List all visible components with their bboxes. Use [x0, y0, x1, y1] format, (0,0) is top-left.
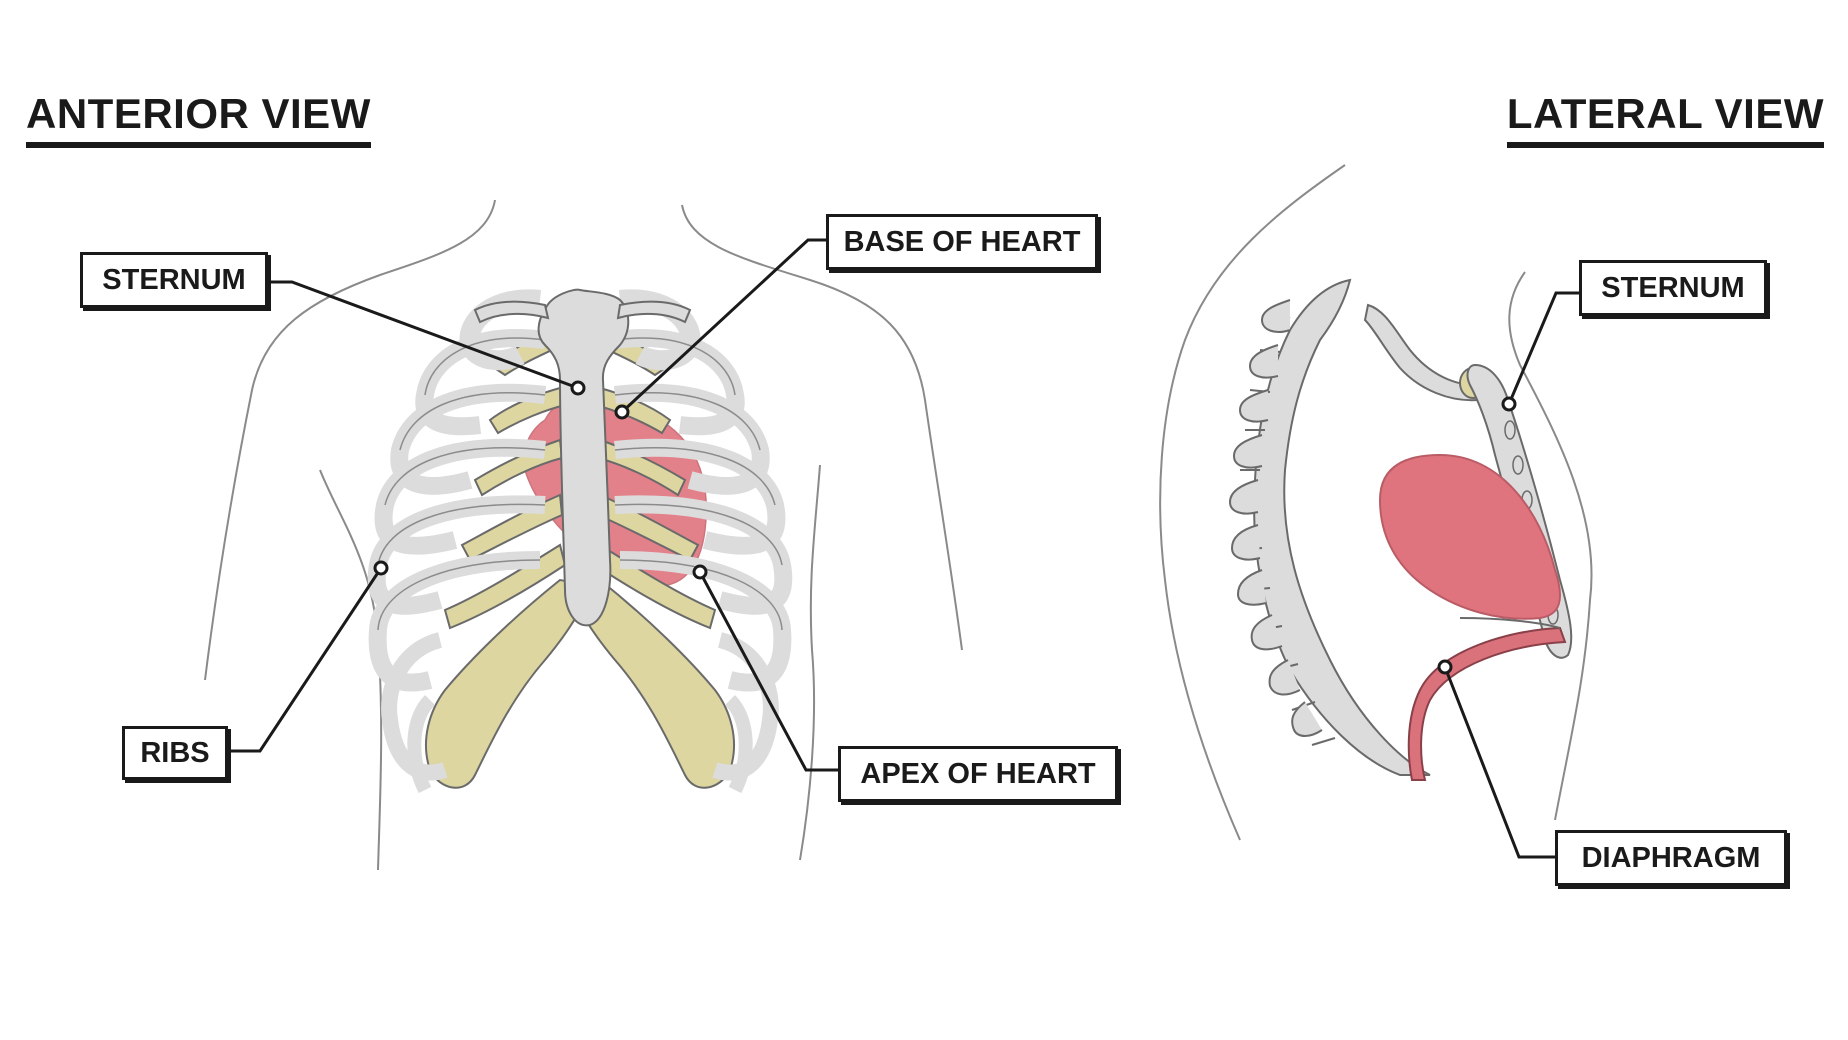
anterior-leader-dots: [373, 380, 708, 580]
anterior-leader-lines: [228, 238, 838, 772]
title-anterior-view: ANTERIOR VIEW: [26, 92, 371, 148]
rib-outlines: [377, 337, 783, 631]
label-diaphragm: DIAPHRAGM: [1555, 830, 1787, 886]
title-lateral-view: LATERAL VIEW: [1506, 92, 1824, 148]
lateral-leader-dots: [1437, 396, 1517, 675]
label-base-of-heart: BASE OF HEART: [826, 214, 1098, 270]
label-lateral-sternum: STERNUM: [1579, 260, 1767, 316]
label-anterior-sternum: STERNUM: [80, 252, 268, 308]
diaphragm-lateral-dome: [1459, 617, 1561, 629]
clavicles: [473, 300, 692, 324]
spinous-processes: [1228, 299, 1323, 737]
diaphragm-lateral: [1407, 626, 1567, 781]
anterior-view: [204, 199, 963, 871]
lateral-body-outline: [1159, 164, 1593, 841]
lateral-view: [1159, 164, 1593, 859]
lateral-leader-lines: [1443, 291, 1579, 859]
heart-lateral: [1378, 453, 1561, 620]
label-ribs: RIBS: [122, 726, 228, 780]
label-apex-of-heart: APEX OF HEART: [838, 746, 1118, 802]
